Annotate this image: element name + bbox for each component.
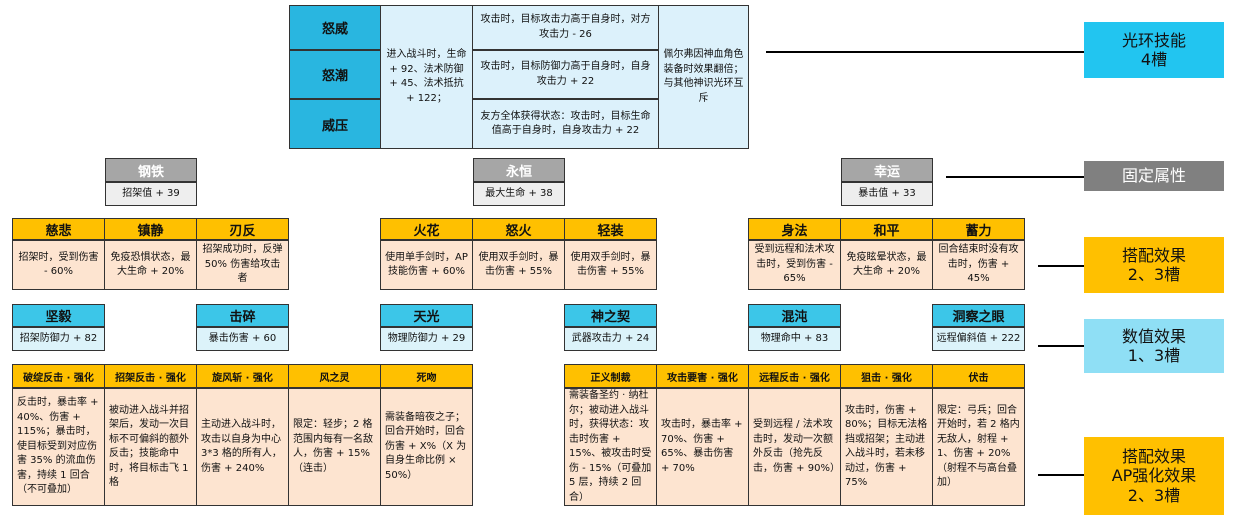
combo-header-huohua: 火花 <box>380 218 473 240</box>
ap-desc-siwen: 需装备暗夜之子；回合开始时，回合伤害 + X%（X 为自身生命比例 × 50%） <box>380 388 473 506</box>
fixed-desc-gangtie: 招架值 + 39 <box>105 182 197 206</box>
aura-effect-weiya: 友方全体获得状态：攻击时，目标生命值高于自身时，自身攻击力 + 22 <box>472 99 659 149</box>
ap-desc-xuanfeng: 主动进入战斗时，攻击以自身为中心 3*3 格的所有人，伤害 + 240% <box>196 388 289 506</box>
combo-desc-qingzhuang: 使用双手剑时，暴击伤害 + 55% <box>564 240 657 290</box>
numeric-desc-jisui: 暴击伤害 + 60 <box>196 327 289 351</box>
ap-header-yuancheng: 远程反击 · 强化 <box>748 364 841 388</box>
combo-desc-huohua: 使用单手剑时，AP 技能伤害 + 60% <box>380 240 473 290</box>
ap-desc-pozhan: 反击时，暴击率 + 40%、伤害 + 115%；暴击时，使目标受到对应伤害 35… <box>12 388 105 506</box>
aura-effect-nuwei: 攻击时，目标攻击力高于自身时，对方攻击力 - 26 <box>472 5 659 50</box>
numeric-desc-hundun: 物理命中 + 83 <box>748 327 841 351</box>
numeric-desc-dongchazhiyan: 远程偏斜值 + 222 <box>932 327 1025 351</box>
combo-desc-heping: 免疫眩晕状态，最大生命 + 20% <box>840 240 933 290</box>
label-fixed-attribute: 固定属性 <box>1084 161 1224 191</box>
combo-desc-shenfa: 受到远程和法术攻击时，受到伤害 - 65% <box>748 240 841 290</box>
aura-skill-nuwei: 怒威 <box>289 5 381 50</box>
ap-header-juji: 狙击 · 强化 <box>840 364 933 388</box>
combo-header-nuhuo: 怒火 <box>472 218 565 240</box>
combo-desc-xuli: 回合结束时没有攻击时，伤害 + 45% <box>932 240 1025 290</box>
ap-desc-zhengyi: 需装备圣约 · 纳杜尔；被动进入战斗时，获得状态：攻击时伤害 + 15%、被攻击… <box>564 388 657 506</box>
ap-header-fengzhiling: 风之灵 <box>288 364 381 388</box>
ap-header-fuji: 伏击 <box>932 364 1025 388</box>
connector-aura <box>766 51 1086 53</box>
combo-desc-nuhuo: 使用双手剑时，暴击伤害 + 55% <box>472 240 565 290</box>
combo-header-heping: 和平 <box>840 218 933 240</box>
ap-desc-fuji: 限定：弓兵；回合开始时，若 2 格内无敌人，射程 + 1、伤害 + 20%（射程… <box>932 388 1025 506</box>
aura-effect-nuchao: 攻击时，目标防御力高于自身时，自身攻击力 + 22 <box>472 50 659 99</box>
combo-desc-zhenjing: 免疫恐惧状态，最大生命 + 20% <box>104 240 197 290</box>
fixed-header-xingyun: 幸运 <box>841 158 933 182</box>
ap-desc-zhaojia: 被动进入战斗并招架后，发动一次目标不可偏斜的额外反击；技能命中时，将目标击飞 1… <box>104 388 197 506</box>
ap-desc-juji: 攻击时，伤害 + 80%；目标无法格挡或招架；主动进入战斗时，若未移动过，伤害 … <box>840 388 933 506</box>
aura-common-effect: 进入战斗时，生命 + 92、法术防御 + 45、法术抵抗 + 122； <box>380 5 473 149</box>
ap-header-zhaojia: 招架反击 · 强化 <box>104 364 197 388</box>
fixed-desc-yongheng: 最大生命 + 38 <box>473 182 565 206</box>
ap-desc-yuancheng: 受到远程 / 法术攻击时，发动一次额外反击（抢先反击，伤害 + 90%） <box>748 388 841 506</box>
aura-note: 佩尔弗因神血角色装备时效果翻倍；与其他神识光环互斥 <box>658 5 749 149</box>
numeric-header-tianguang: 天光 <box>380 304 473 327</box>
numeric-desc-jianyi: 招架防御力 + 82 <box>12 327 105 351</box>
connector-fixed <box>946 176 1084 178</box>
fixed-desc-xingyun: 暴击值 + 33 <box>841 182 933 206</box>
numeric-header-jisui: 击碎 <box>196 304 289 327</box>
connector-numeric <box>1038 345 1084 347</box>
combo-header-renfan: 刃反 <box>196 218 289 240</box>
combo-header-zhenjing: 镇静 <box>104 218 197 240</box>
ap-desc-gongjiyaohai: 攻击时，暴击率 + 70%、伤害 + 65%、暴击伤害 + 70% <box>656 388 749 506</box>
combo-desc-renfan: 招架成功时，反弹 50% 伤害给攻击者 <box>196 240 289 290</box>
numeric-header-shenzhiqi: 神之契 <box>564 304 657 327</box>
label-numeric-effect: 数值效果 1、3槽 <box>1084 319 1224 373</box>
fixed-header-yongheng: 永恒 <box>473 158 565 182</box>
ap-header-pozhan: 破绽反击 · 强化 <box>12 364 105 388</box>
connector-combo <box>1038 265 1084 267</box>
combo-header-xuli: 蓄力 <box>932 218 1025 240</box>
ap-header-gongjiyaohai: 攻击要害 · 强化 <box>656 364 749 388</box>
combo-header-cibei: 慈悲 <box>12 218 105 240</box>
combo-header-shenfa: 身法 <box>748 218 841 240</box>
combo-header-qingzhuang: 轻装 <box>564 218 657 240</box>
label-ap-effect: 搭配效果 AP强化效果 2、3槽 <box>1084 437 1224 515</box>
ap-desc-fengzhiling: 限定：轻步；2 格范围内每有一名敌人，伤害 + 15%（连击） <box>288 388 381 506</box>
connector-ap <box>1038 474 1084 476</box>
combo-desc-cibei: 招架时，受到伤害 - 60% <box>12 240 105 290</box>
ap-header-xuanfeng: 旋风斩 · 强化 <box>196 364 289 388</box>
numeric-header-jianyi: 坚毅 <box>12 304 105 327</box>
fixed-header-gangtie: 钢铁 <box>105 158 197 182</box>
numeric-desc-shenzhiqi: 武器攻击力 + 24 <box>564 327 657 351</box>
numeric-header-dongchazhiyan: 洞察之眼 <box>932 304 1025 327</box>
ap-header-zhengyi: 正义制裁 <box>564 364 657 388</box>
aura-skill-nuchao: 怒潮 <box>289 50 381 99</box>
numeric-desc-tianguang: 物理防御力 + 29 <box>380 327 473 351</box>
ap-header-siwen: 死吻 <box>380 364 473 388</box>
label-combo-effect: 搭配效果 2、3槽 <box>1084 237 1224 293</box>
aura-skill-weiya: 威压 <box>289 99 381 149</box>
label-aura-skill: 光环技能 4槽 <box>1084 22 1224 78</box>
numeric-header-hundun: 混沌 <box>748 304 841 327</box>
